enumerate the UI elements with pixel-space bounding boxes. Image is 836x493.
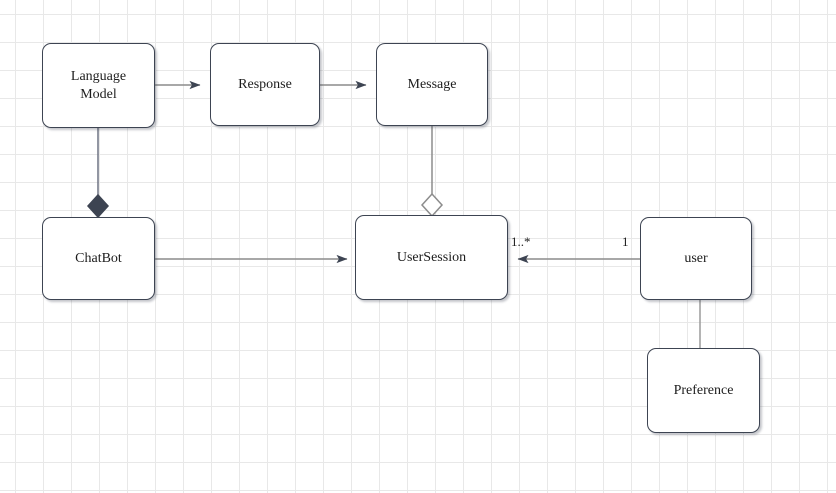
node-language-model[interactable]: Language Model (42, 43, 155, 128)
node-usersession[interactable]: UserSession (355, 215, 508, 300)
node-label-response: Response (238, 76, 292, 92)
node-chatbot[interactable]: ChatBot (42, 217, 155, 300)
node-label-usersession: UserSession (396, 249, 467, 265)
node-label-chatbot: ChatBot (75, 250, 122, 266)
node-label-user: user (684, 250, 708, 266)
node-label-message: Message (407, 76, 457, 92)
edge-language-model-to-chatbot (86, 128, 110, 219)
node-response[interactable]: Response (210, 43, 320, 126)
node-label-preference: Preference (673, 382, 734, 398)
filled-diamond-marker (86, 193, 110, 219)
node-label-language-model: Language Model (70, 68, 127, 102)
multiplicity-label-user: 1 (622, 234, 629, 249)
edge-message-to-usersession (420, 126, 444, 218)
hollow-diamond-marker (420, 192, 444, 218)
node-user[interactable]: user (640, 217, 752, 300)
multiplicity-label-usersession: 1..* (511, 234, 531, 249)
node-preference[interactable]: Preference (647, 348, 760, 433)
node-message[interactable]: Message (376, 43, 488, 126)
